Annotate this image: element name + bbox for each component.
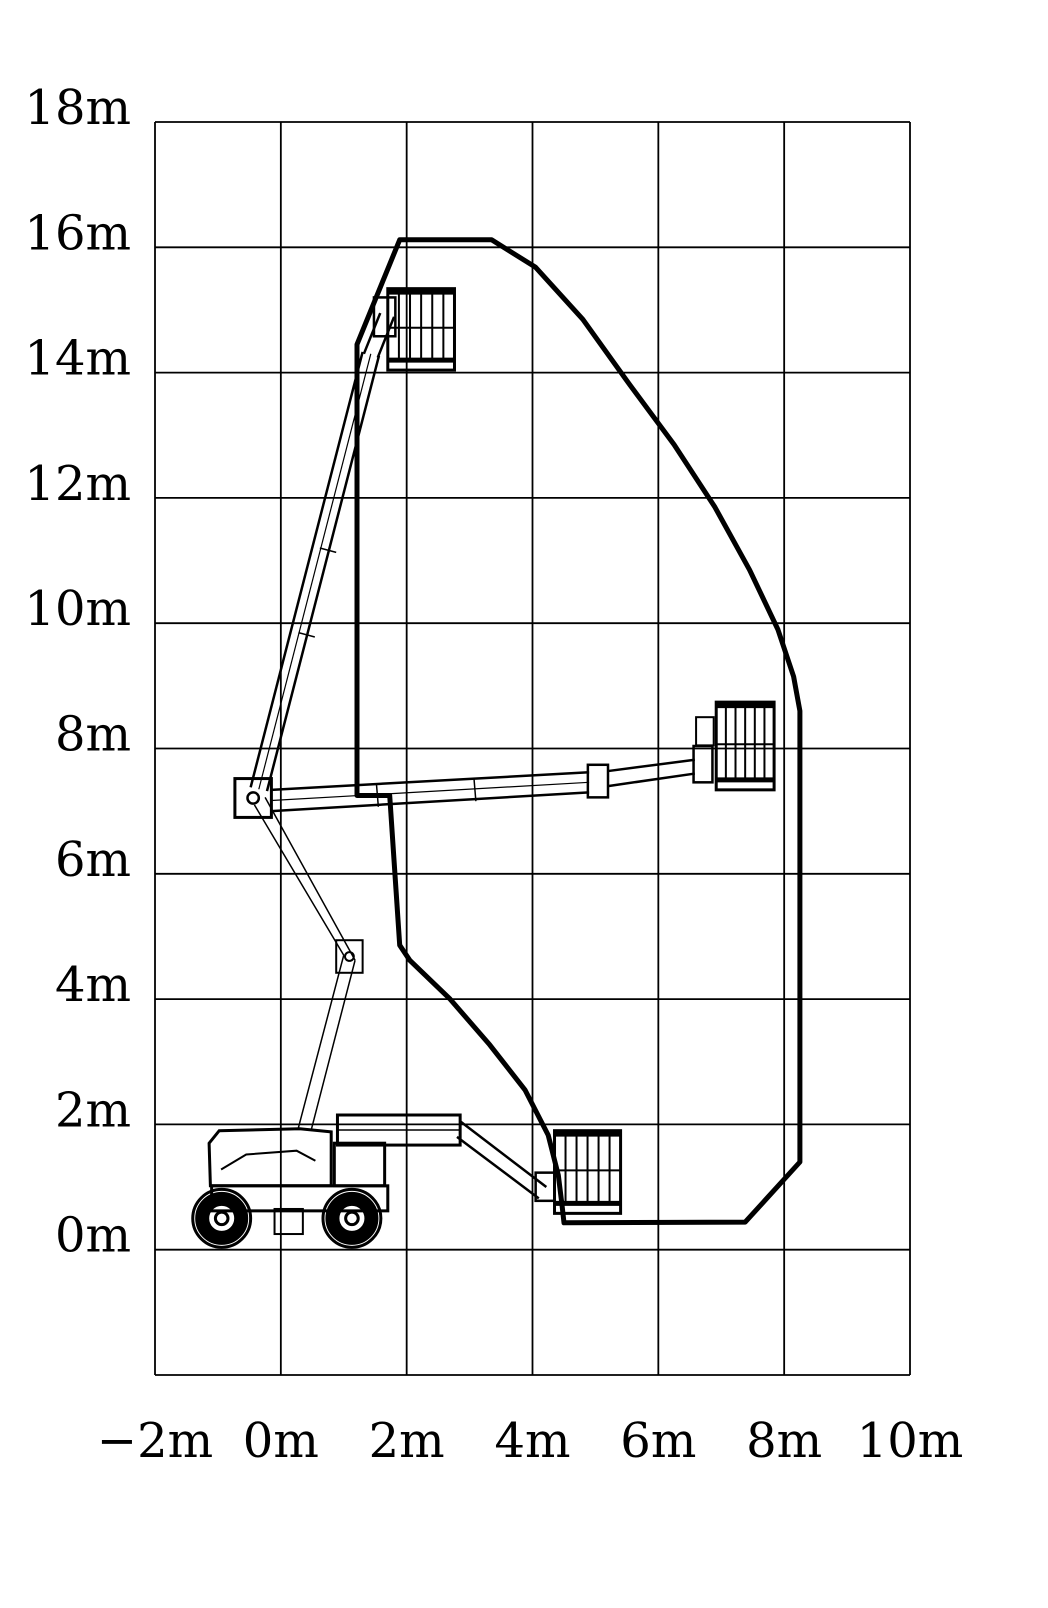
y-axis-tick-label: 18m [24,80,131,136]
machine-part-link [271,791,590,813]
machine-part-link [249,351,364,788]
machine-part [695,716,715,747]
machine-part-body [207,1127,333,1188]
machine-part-link [473,778,477,802]
machine-part-link [298,631,316,638]
machine-part-link [271,771,590,792]
machine-part-link [258,353,372,790]
grid [154,121,911,1376]
machine-part-body [220,1149,316,1171]
machine-part [273,1207,304,1236]
machine-part-wheel-or-pivot [344,951,355,962]
machine-part [332,1141,387,1188]
y-axis-tick-label: 14m [24,331,131,387]
platform-basket [386,287,456,372]
machine-part-wheel-or-pivot [195,1191,249,1245]
machine-part-link [271,781,590,802]
y-axis-tick-label: 4m [55,957,131,1013]
machine-part-link [459,1120,548,1189]
machine-part-link [297,955,345,1128]
x-axis-tick-label: −2m [97,1413,213,1469]
x-axis-tick-label: 6m [620,1413,696,1469]
y-axis-tick-label: 2m [55,1082,131,1138]
machine-part-link [310,960,356,1131]
platform-basket [714,700,776,792]
machine-part-link [456,1135,540,1200]
machine-part-wheel-or-pivot [344,1210,360,1227]
y-axis-tick-label: 0m [55,1208,131,1264]
y-axis-tick-label: 12m [24,456,131,512]
y-axis-labels: 18m 16m 14m 12m 10m 8m 6m 4m 2m 0m [24,80,131,1264]
machine-part [372,296,397,338]
machine-part-link [362,312,382,355]
y-axis-tick-label: 10m [24,581,131,637]
x-axis-labels: −2m 0m 2m 4m 6m 8m 10m [97,1413,963,1469]
machine-part-wheel-or-pivot [246,791,261,805]
x-axis-tick-label: 4m [494,1413,570,1469]
machine-part [692,744,714,784]
machine-part [586,763,610,799]
y-axis-tick-label: 16m [24,205,131,261]
x-axis-tick-label: 8m [746,1413,822,1469]
machine-part-link [253,804,345,956]
x-axis-tick-label: 0m [243,1413,319,1469]
machine-part [335,939,364,974]
x-axis-tick-label: 10m [857,1413,964,1469]
y-axis-tick-label: 8m [55,707,131,763]
machine-part-link [319,547,337,554]
working-envelope-outline [354,237,803,1226]
machine-part-wheel-or-pivot [325,1191,379,1245]
machine-part-wheel-or-pivot [213,1210,230,1227]
machine-part-link [607,772,696,788]
x-axis-tick-label: 2m [369,1413,445,1469]
machine-part-link [265,355,381,792]
machine-part-link [607,758,695,773]
platform-basket [553,1129,623,1215]
y-axis-tick-label: 6m [55,832,131,888]
machine-part-wheel-or-pivot [321,1187,383,1249]
machine-part-link [264,797,356,961]
machine-part-link [375,784,380,807]
machine-part-wheel-or-pivot [191,1187,253,1249]
boom-lift-drawing [191,287,776,1249]
